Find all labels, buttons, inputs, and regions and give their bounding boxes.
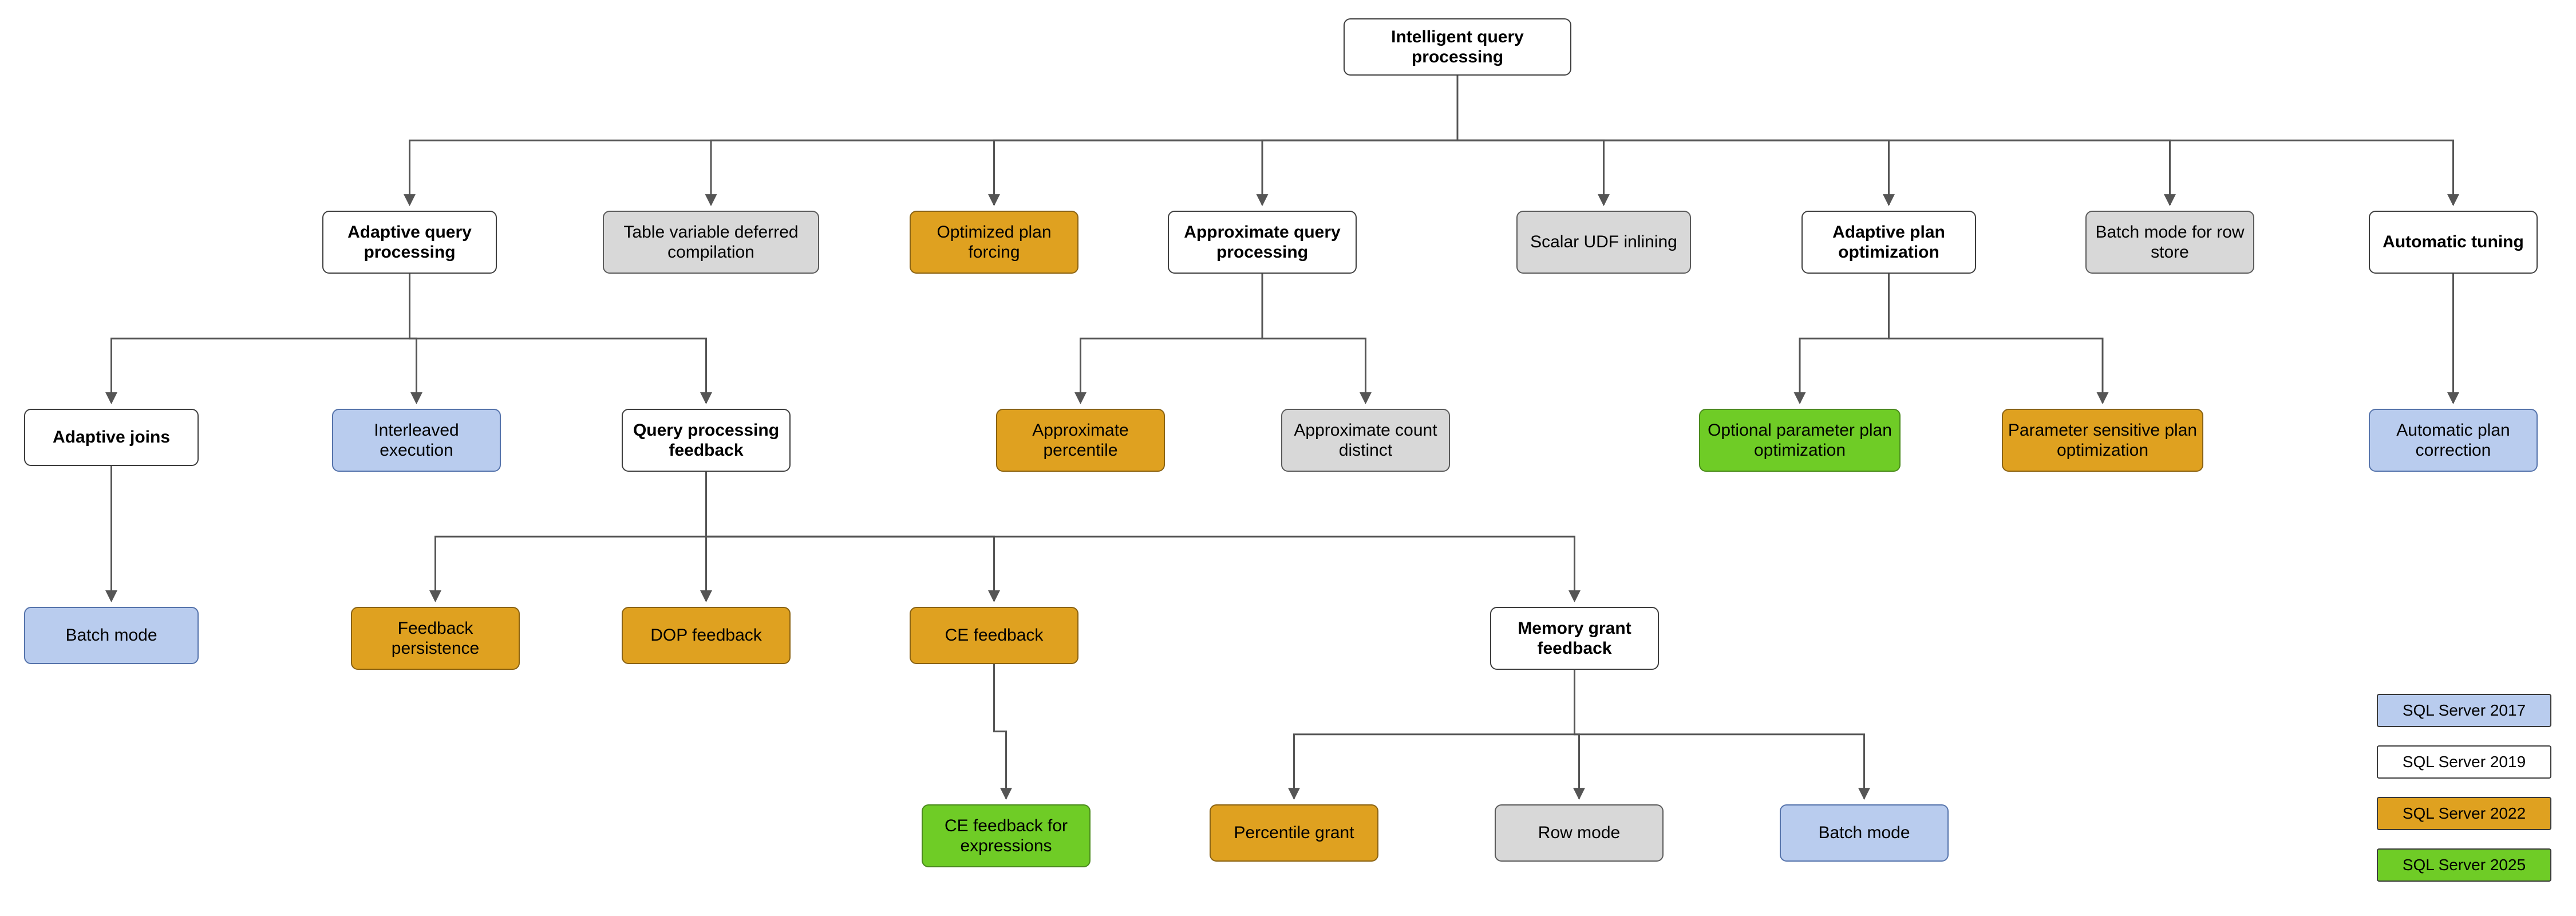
legend-label: SQL Server 2022	[2402, 804, 2526, 822]
edge-qpf-to-memgrant	[705, 472, 1581, 603]
node-label: Table variable deferred compilation	[623, 222, 799, 262]
node-label: Approximate percentile	[1032, 420, 1129, 460]
node-label: Automatic plan correction	[2396, 420, 2510, 460]
legend-2025: SQL Server 2025	[2377, 848, 2551, 882]
legend-2019: SQL Server 2019	[2377, 745, 2551, 779]
edge-aqp-to-qpf	[409, 274, 712, 405]
edge-root-to-udf	[1456, 76, 1610, 207]
legend-label: SQL Server 2017	[2402, 701, 2526, 719]
node-memgrant[interactable]: Memory grant feedback	[1490, 607, 1659, 670]
node-label: Parameter sensitive plan optimization	[2008, 420, 2198, 460]
node-label: Feedback persistence	[391, 618, 480, 658]
node-label: Approximate query processing	[1184, 222, 1341, 262]
node-approxpct[interactable]: Approximate percentile	[996, 409, 1165, 472]
edge-root-to-opf	[988, 76, 1459, 207]
edge-root-to-bmrs	[1456, 76, 2176, 207]
edge-aqp-to-adaptivejoins	[105, 274, 410, 405]
node-label: Scalar UDF inlining	[1530, 232, 1677, 252]
node-label: CE feedback	[945, 626, 1044, 645]
edge-cefeedback-to-cefeedbackexpr	[993, 664, 1012, 800]
edge-qpf-to-cefeedback	[705, 472, 1000, 603]
node-label: Memory grant feedback	[1518, 618, 1631, 658]
node-label: Optional parameter plan optimization	[1708, 420, 1892, 460]
edge-memgrant-to-pctgrant	[1288, 670, 1575, 800]
legend-label: SQL Server 2025	[2402, 856, 2526, 874]
node-label: Approximate count distinct	[1294, 420, 1437, 460]
node-oppo[interactable]: Optional parameter plan optimization	[1699, 409, 1901, 472]
edge-apo-to-oppo	[1793, 274, 1890, 405]
edge-root-to-approxqp	[1256, 76, 1459, 207]
edge-approxqp-to-approxcd	[1261, 274, 1372, 405]
edge-root-to-aqp	[404, 76, 1459, 207]
node-dopfeedback[interactable]: DOP feedback	[622, 607, 791, 664]
edge-root-to-apo	[1456, 76, 1895, 207]
legend-2022: SQL Server 2022	[2377, 797, 2551, 830]
node-label: Interleaved execution	[374, 420, 459, 460]
node-label: Query processing feedback	[633, 420, 780, 460]
edge-memgrant-to-rowmode	[1573, 670, 1585, 800]
node-batchmode1[interactable]: Batch mode	[24, 607, 199, 664]
node-label: Adaptive joins	[52, 428, 171, 447]
node-label: Adaptive plan optimization	[1832, 222, 1945, 262]
node-qpf[interactable]: Query processing feedback	[622, 409, 791, 472]
legend-label: SQL Server 2019	[2402, 753, 2526, 771]
node-label: Batch mode	[1818, 823, 1910, 843]
edge-root-to-tvdc	[705, 76, 1459, 207]
node-pctgrant[interactable]: Percentile grant	[1210, 804, 1378, 862]
node-autotune[interactable]: Automatic tuning	[2369, 211, 2538, 274]
node-batchmode2[interactable]: Batch mode	[1780, 804, 1949, 862]
node-approxcd[interactable]: Approximate count distinct	[1281, 409, 1450, 472]
node-label: Intelligent query processing	[1391, 27, 1524, 66]
node-apc[interactable]: Automatic plan correction	[2369, 409, 2538, 472]
node-root[interactable]: Intelligent query processing	[1344, 18, 1571, 76]
legend-2017: SQL Server 2017	[2377, 694, 2551, 727]
node-approxqp[interactable]: Approximate query processing	[1168, 211, 1357, 274]
node-rowmode[interactable]: Row mode	[1495, 804, 1664, 862]
edge-qpf-to-feedbackpers	[429, 472, 707, 603]
edge-root-to-autotune	[1456, 76, 2459, 207]
node-interleaved[interactable]: Interleaved execution	[332, 409, 501, 472]
node-feedbackpers[interactable]: Feedback persistence	[351, 607, 520, 670]
node-label: Optimized plan forcing	[937, 222, 1052, 262]
node-adaptivejoins[interactable]: Adaptive joins	[24, 409, 199, 466]
edge-memgrant-to-batchmode2	[1574, 670, 1870, 800]
node-aqp[interactable]: Adaptive query processing	[322, 211, 497, 274]
node-label: Percentile grant	[1234, 823, 1354, 843]
node-label: Adaptive query processing	[347, 222, 472, 262]
node-pspo[interactable]: Parameter sensitive plan optimization	[2002, 409, 2203, 472]
node-label: Batch mode for row store	[2095, 222, 2245, 262]
node-bmrs[interactable]: Batch mode for row store	[2085, 211, 2254, 274]
node-label: DOP feedback	[650, 626, 762, 645]
node-cefeedbackexpr[interactable]: CE feedback for expressions	[922, 804, 1091, 867]
edge-aqp-to-interleaved	[409, 274, 422, 405]
node-label: CE feedback for expressions	[944, 816, 1068, 855]
node-label: Automatic tuning	[2383, 232, 2524, 252]
edge-approxqp-to-approxpct	[1074, 274, 1263, 405]
node-label: Batch mode	[65, 626, 157, 645]
node-udf[interactable]: Scalar UDF inlining	[1516, 211, 1691, 274]
node-cefeedback[interactable]: CE feedback	[910, 607, 1078, 664]
edge-apo-to-pspo	[1888, 274, 2109, 405]
node-opf[interactable]: Optimized plan forcing	[910, 211, 1078, 274]
node-apo[interactable]: Adaptive plan optimization	[1801, 211, 1976, 274]
node-label: Row mode	[1538, 823, 1621, 843]
node-tvdc[interactable]: Table variable deferred compilation	[603, 211, 819, 274]
